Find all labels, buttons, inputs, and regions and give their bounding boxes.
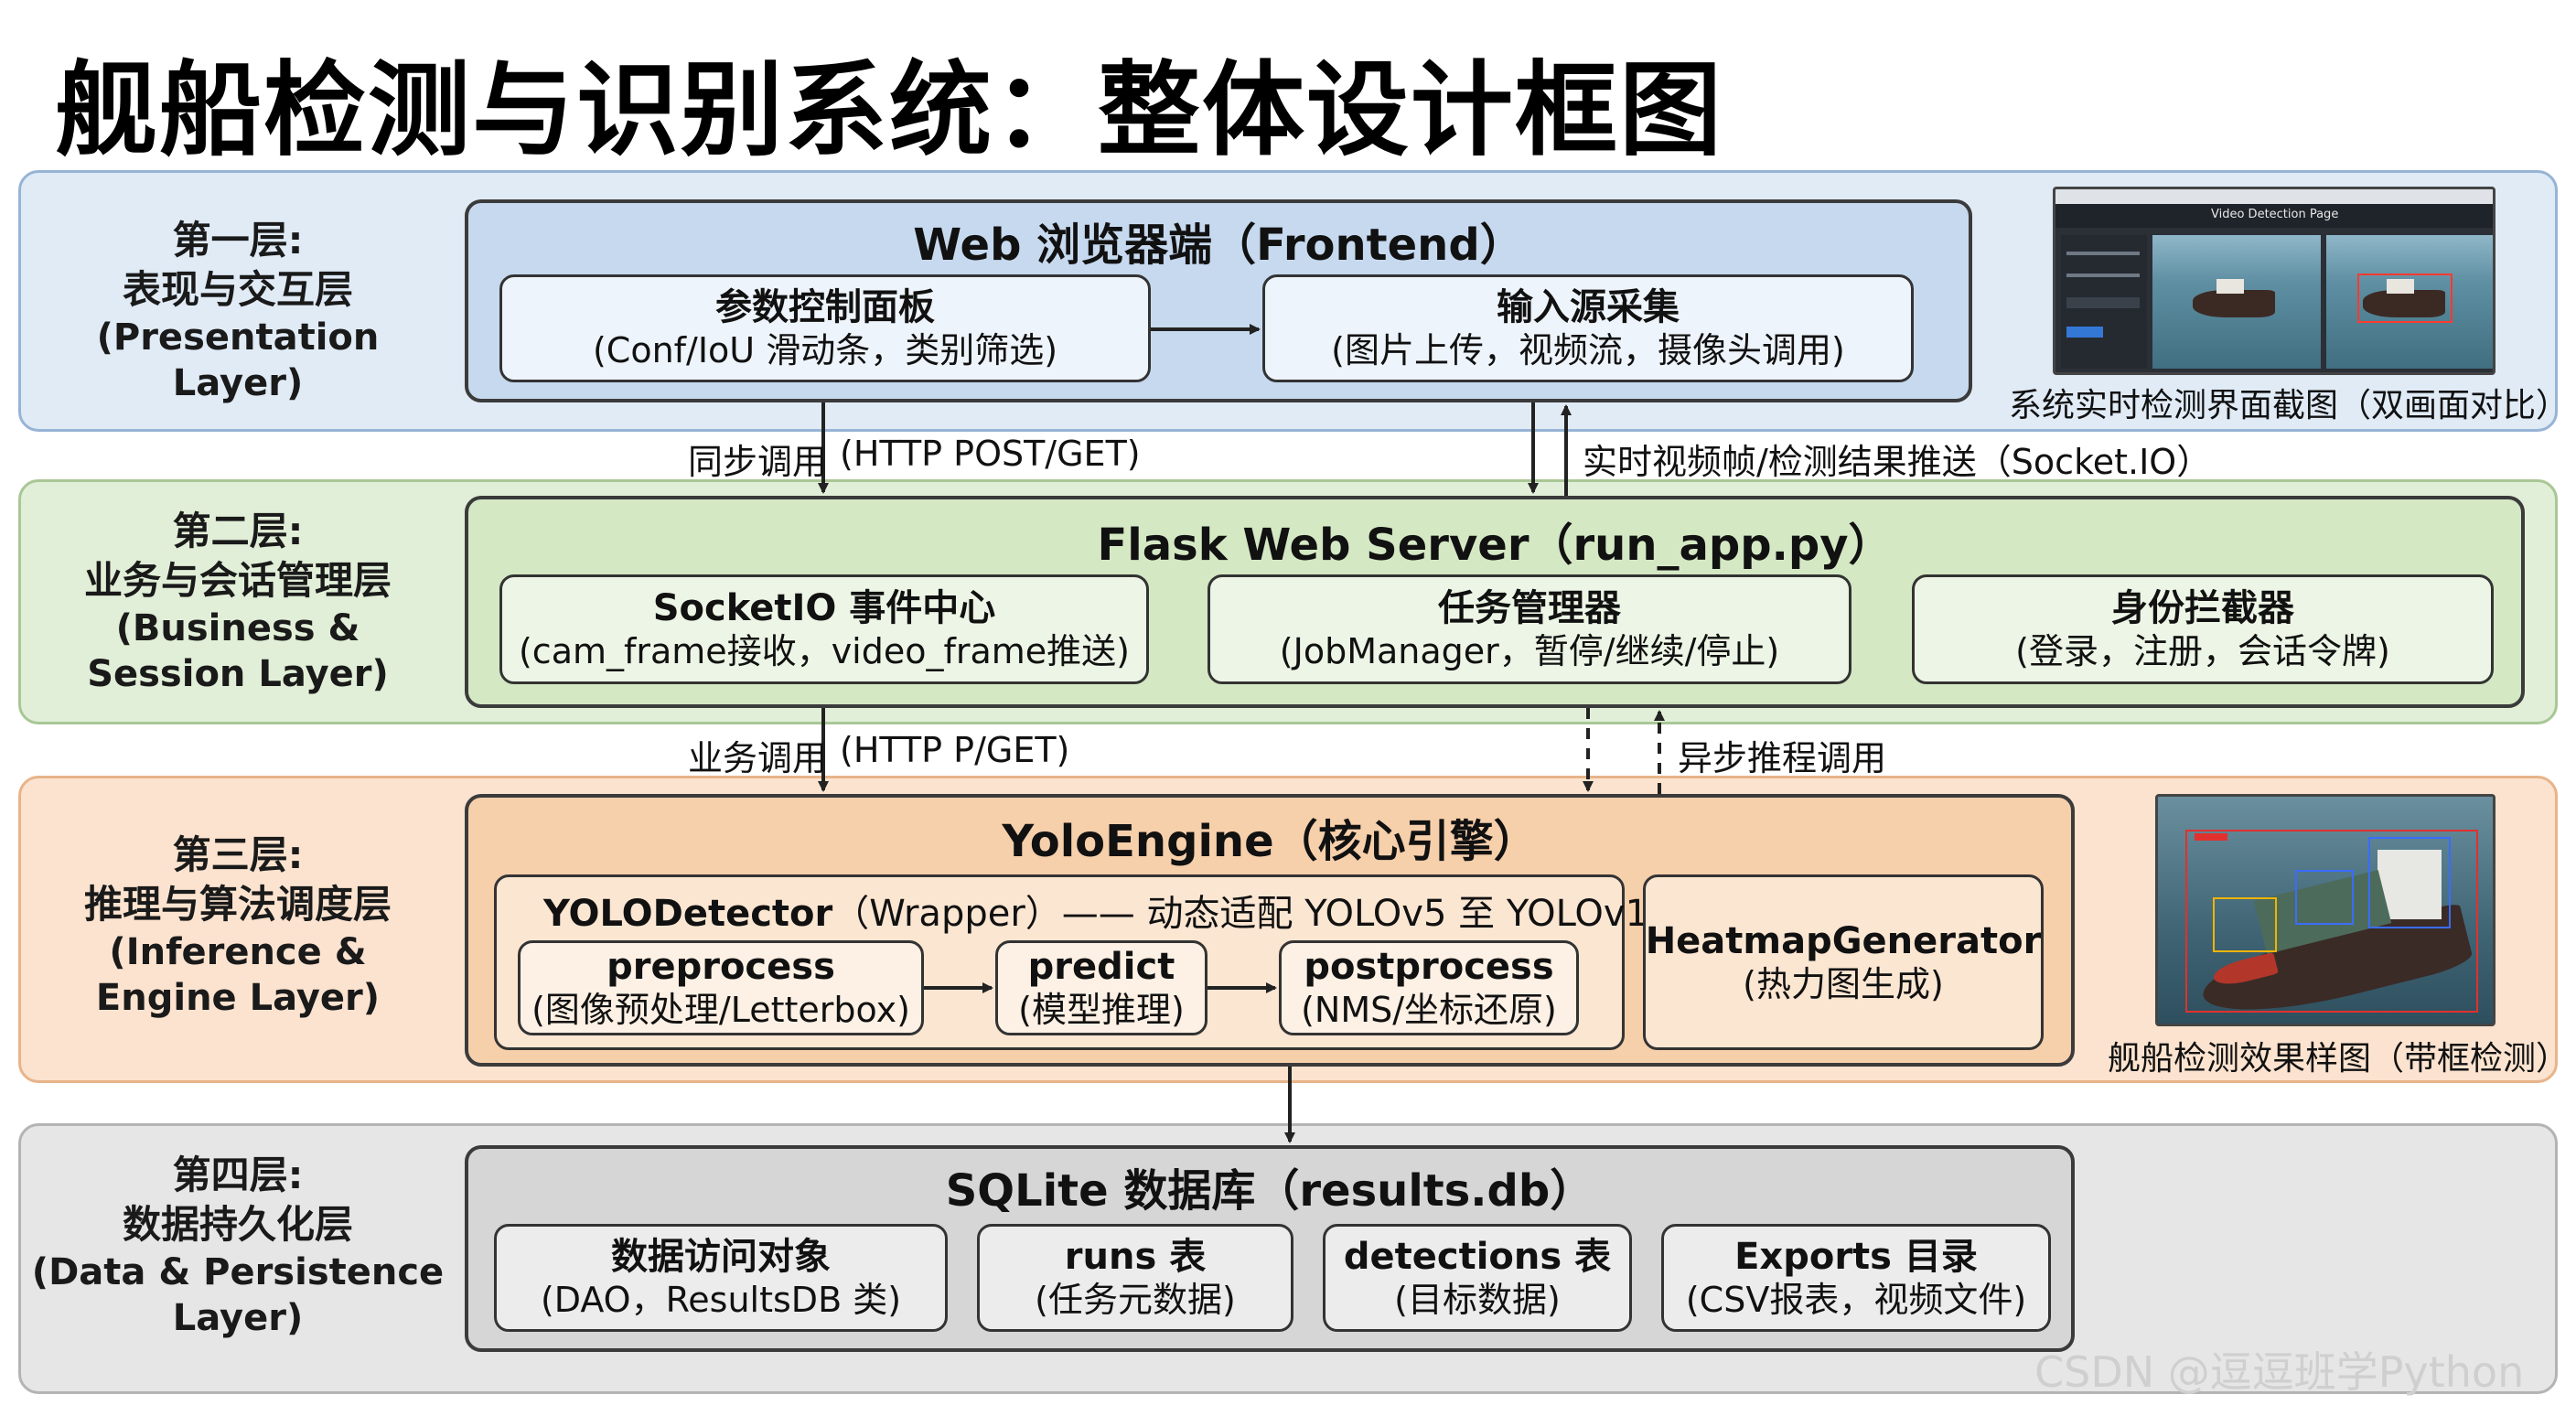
box-subtitle: (目标数据) <box>1394 1280 1561 1320</box>
ship-bridge <box>2387 279 2414 294</box>
ship-shape <box>2363 290 2445 317</box>
box-subtitle: (NMS/坐标还原) <box>1301 990 1557 1030</box>
app-header <box>2055 204 2493 228</box>
box-title: 输入源采集 <box>1497 286 1680 328</box>
realtime-ui-screenshot: Video Detection Page <box>2053 187 2496 375</box>
job-manager-box: 任务管理器 (JobManager，暂停/继续/停止) <box>1208 574 1852 684</box>
detection-box <box>2185 830 2478 1013</box>
slider-bar <box>2066 273 2140 277</box>
frontend-panel-title: Web 浏览器端（Frontend） <box>913 220 1524 271</box>
sample-image-caption: 舰船检测效果样图（带框检测） <box>2108 1040 2570 1078</box>
predict-box: predict (模型推理) <box>995 940 1208 1035</box>
detection-box <box>2213 897 2277 952</box>
watermark: CSDN @逗逗班学Python <box>2034 1347 2525 1397</box>
input-source-box: 输入源采集 (图片上传，视频流，摄像头调用) <box>1262 274 1914 382</box>
box-subtitle: (JobManager，暂停/继续/停止) <box>1279 631 1780 671</box>
screenshot-page-title: Video Detection Page <box>2211 208 2339 221</box>
box-title: 数据访问对象 <box>611 1236 831 1278</box>
box-subtitle: (CSV报表，视频文件) <box>1685 1280 2027 1320</box>
sqlite-panel-title: SQLite 数据库（results.db） <box>945 1165 1594 1217</box>
runs-table-box: runs 表 (任务元数据) <box>977 1224 1293 1332</box>
box-title: 参数控制面板 <box>715 286 935 328</box>
layer-4-label: 第四层: 数据持久化层 (Data & Persistence Layer) <box>31 1153 445 1339</box>
layer-3-label: 第三层: 推理与算法调度层 (Inference & Engine Layer) <box>83 832 392 1019</box>
preprocess-box: preprocess (图像预处理/Letterbox) <box>518 940 924 1035</box>
box-subtitle: (登录，注册，会话令牌) <box>2015 631 2390 671</box>
box-title: HeatmapGenerator <box>1645 920 2042 962</box>
box-subtitle: (模型推理) <box>1018 990 1185 1030</box>
box-title: preprocess <box>606 946 835 988</box>
input-field <box>2066 297 2140 308</box>
dao-box: 数据访问对象 (DAO，ResultsDB 类) <box>494 1224 948 1332</box>
detection-label-tag <box>2195 833 2227 841</box>
detector-wrapper: （Wrapper） <box>832 893 1062 935</box>
box-subtitle: (图像预处理/Letterbox) <box>531 990 910 1030</box>
async-call-label: 异步推程调用 <box>1678 738 1887 778</box>
postprocess-box: postprocess (NMS/坐标还原) <box>1279 940 1579 1035</box>
box-subtitle: (Conf/IoU 滑动条，类别筛选) <box>592 330 1058 370</box>
detector-name: YOLODetector <box>543 893 833 935</box>
push-label: 实时视频帧/检测结果推送（Socket.IO） <box>1583 442 2212 482</box>
detection-box <box>2357 273 2453 323</box>
layer-2-label: 第二层: 业务与会话管理层 (Business & Session Layer) <box>83 509 392 695</box>
detections-table-box: detections 表 (目标数据) <box>1323 1224 1632 1332</box>
box-subtitle: (热力图生成) <box>1743 964 1944 1004</box>
detection-box <box>2295 870 2354 925</box>
ship-detection-sample-image <box>2155 794 2496 1026</box>
box-title: 任务管理器 <box>1438 587 1621 629</box>
flask-panel-title: Flask Web Server（run_app.py） <box>1097 520 1893 571</box>
exports-dir-box: Exports 目录 (CSV报表，视频文件) <box>1661 1224 2051 1332</box>
heatmap-generator-box: HeatmapGenerator (热力图生成) <box>1643 874 2044 1050</box>
ship-bridge <box>2216 279 2244 294</box>
screenshot-caption: 系统实时检测界面截图（双画面对比） <box>2009 387 2570 424</box>
start-button <box>2066 327 2103 338</box>
biz-call-protocol: (HTTP P/GET) <box>840 730 1070 770</box>
box-subtitle: (任务元数据) <box>1035 1280 1236 1320</box>
box-title: detections 表 <box>1343 1236 1612 1278</box>
box-subtitle: (cam_frame接收，video_frame推送) <box>518 631 1130 671</box>
box-title: 身份拦截器 <box>2111 587 2294 629</box>
layer-1-label: 第一层: 表现与交互层 (Presentation Layer) <box>96 218 380 404</box>
yolo-engine-title: YoloEngine（核心引擎） <box>1002 816 1538 867</box>
box-subtitle: (DAO，ResultsDB 类) <box>540 1280 902 1320</box>
detection-box <box>2368 837 2451 928</box>
box-title: runs 表 <box>1064 1236 1207 1278</box>
param-control-panel-box: 参数控制面板 (Conf/IoU 滑动条，类别筛选) <box>499 274 1151 382</box>
sync-call-protocol: (HTTP POST/GET) <box>840 434 1141 474</box>
box-subtitle: (图片上传，视频流，摄像头调用) <box>1331 330 1845 370</box>
auth-interceptor-box: 身份拦截器 (登录，注册，会话令牌) <box>1912 574 2494 684</box>
slider-bar <box>2066 252 2140 255</box>
detector-desc: —— 动态适配 YOLOv5 至 YOLOv12 <box>1061 893 1672 935</box>
browser-bar <box>2055 189 2493 204</box>
box-title: SocketIO 事件中心 <box>652 587 996 629</box>
yolo-detector-heading: YOLODetector（Wrapper）—— 动态适配 YOLOv5 至 YO… <box>543 884 1671 937</box>
biz-call-label: 业务调用 <box>688 738 828 778</box>
box-title: postprocess <box>1304 946 1554 988</box>
ship-bridge <box>2377 850 2442 919</box>
box-title: Exports 目录 <box>1734 1236 1978 1278</box>
page-title: 舰船检测与识别系统：整体设计框图 <box>55 51 1723 170</box>
sync-call-label: 同步调用 <box>688 442 828 482</box>
ship-shape <box>2193 290 2275 317</box>
socketio-event-center-box: SocketIO 事件中心 (cam_frame接收，video_frame推送… <box>499 574 1149 684</box>
box-title: predict <box>1027 946 1175 988</box>
